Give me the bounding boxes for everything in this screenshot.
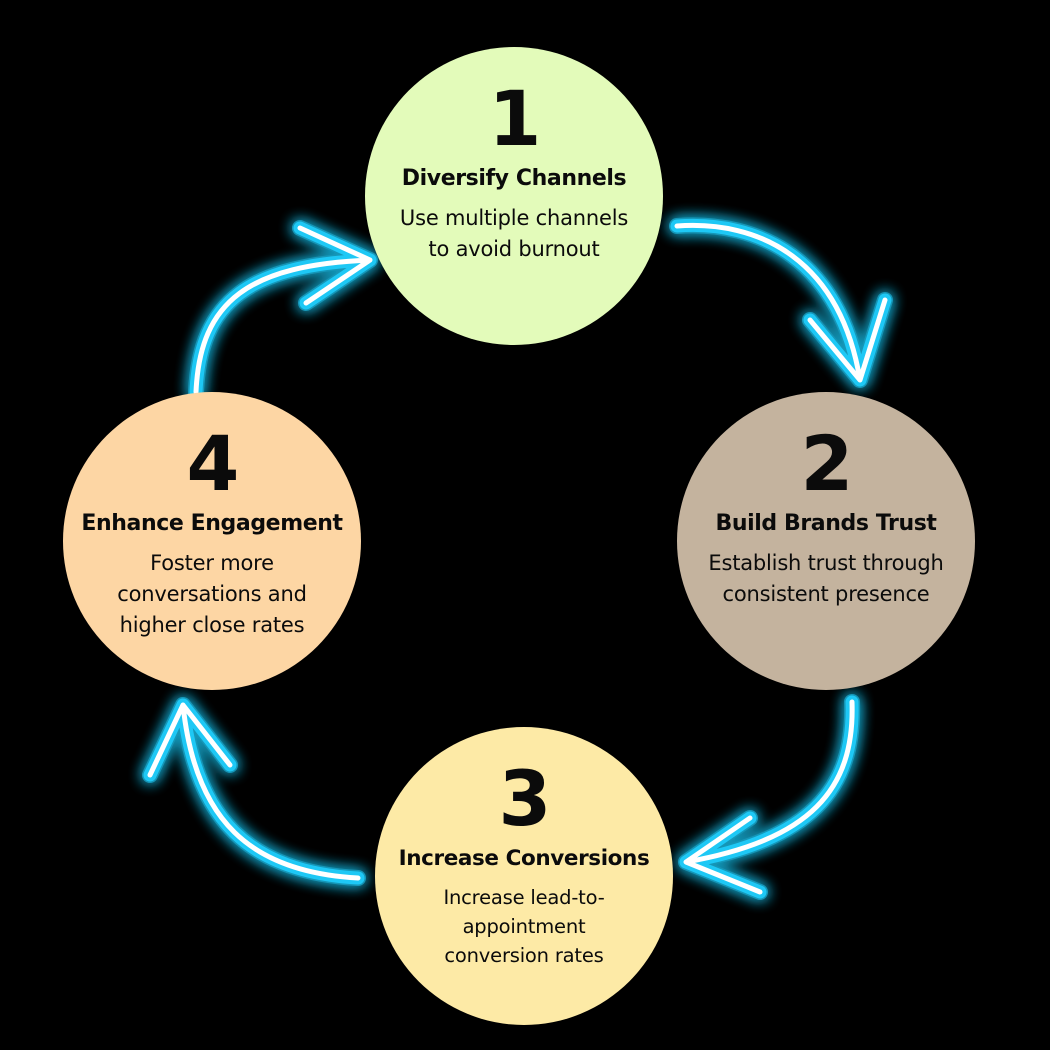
arrow-4-to-1-icon (188, 220, 378, 400)
arrow-3-to-4-icon (142, 697, 366, 886)
arrow-2-to-3-icon (678, 694, 861, 900)
step-1-circle: 1 Diversify Channels Use multiple channe… (365, 47, 663, 345)
step-1-number: 1 (488, 74, 542, 163)
step-2-description: Establish trust through consistent prese… (708, 551, 944, 606)
step-2-title: Build Brands Trust (715, 511, 937, 536)
step-3-title: Increase Conversions (398, 846, 650, 871)
step-2-number: 2 (800, 419, 854, 508)
step-3-description: Increase lead-to- appointment conversion… (443, 886, 605, 967)
step-4-description: Foster more conversations and higher clo… (117, 551, 307, 637)
step-3-number: 3 (498, 754, 552, 843)
step-4-circle: 4 Enhance Engagement Foster more convers… (63, 392, 361, 690)
step-3-circle: 3 Increase Conversions Increase lead-to-… (375, 727, 673, 1025)
step-1-title: Diversify Channels (401, 166, 627, 191)
step-1-description: Use multiple channels to avoid burnout (399, 206, 629, 261)
step-4-title: Enhance Engagement (81, 511, 343, 536)
arrow-1-to-2-icon (669, 217, 893, 388)
step-4-number: 4 (186, 419, 240, 508)
step-2-circle: 2 Build Brands Trust Establish trust thr… (677, 392, 975, 690)
